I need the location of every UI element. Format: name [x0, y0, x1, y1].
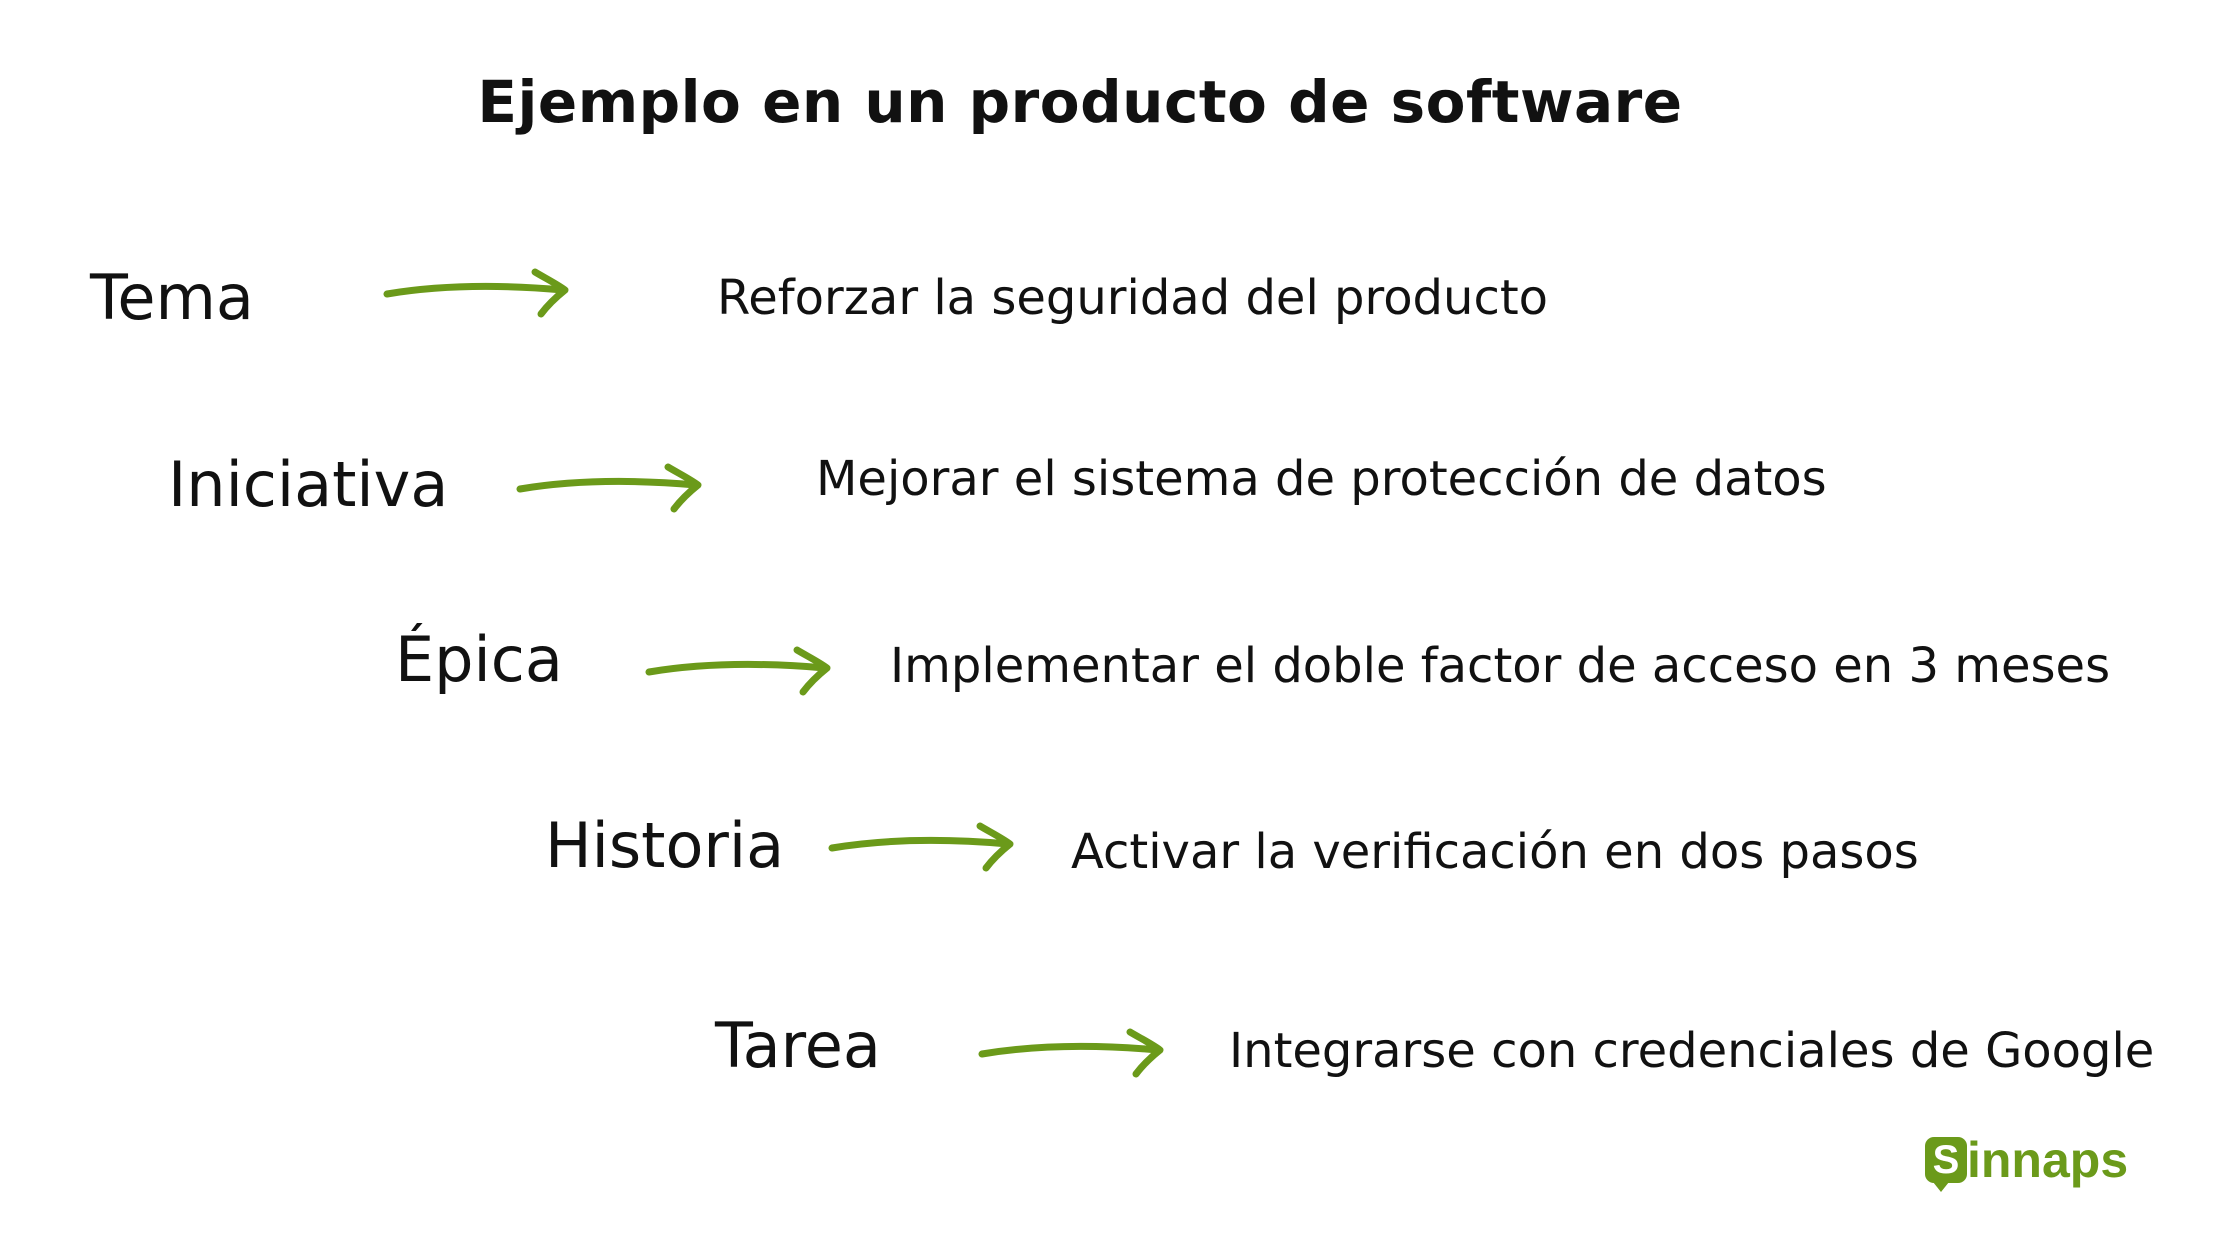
level-description-tarea: Integrarse con credenciales de Google: [1229, 1023, 2155, 1079]
level-description-tema: Reforzar la seguridad del producto: [717, 270, 1549, 326]
logo-badge-icon: S: [1925, 1137, 1967, 1192]
level-label-tarea: Tarea: [715, 1009, 881, 1082]
page-title: Ejemplo en un producto de software: [477, 68, 1683, 136]
level-label-tema: Tema: [90, 261, 254, 334]
right-arrow-icon: [516, 463, 702, 513]
right-arrow-icon: [828, 822, 1014, 872]
right-arrow-icon: [978, 1028, 1164, 1078]
sinnaps-logo: S innaps: [1925, 1130, 2129, 1192]
level-label-iniciativa: Iniciativa: [168, 448, 449, 521]
level-description-iniciativa: Mejorar el sistema de protección de dato…: [816, 451, 1827, 507]
level-description-historia: Activar la verificación en dos pasos: [1071, 824, 1919, 880]
right-arrow-icon: [645, 646, 831, 696]
right-arrow-icon: [383, 268, 569, 318]
level-label-historia: Historia: [545, 809, 785, 882]
logo-text: innaps: [1967, 1132, 2129, 1188]
level-label-epica: Épica: [395, 623, 563, 696]
level-description-epica: Implementar el doble factor de acceso en…: [890, 638, 2111, 694]
